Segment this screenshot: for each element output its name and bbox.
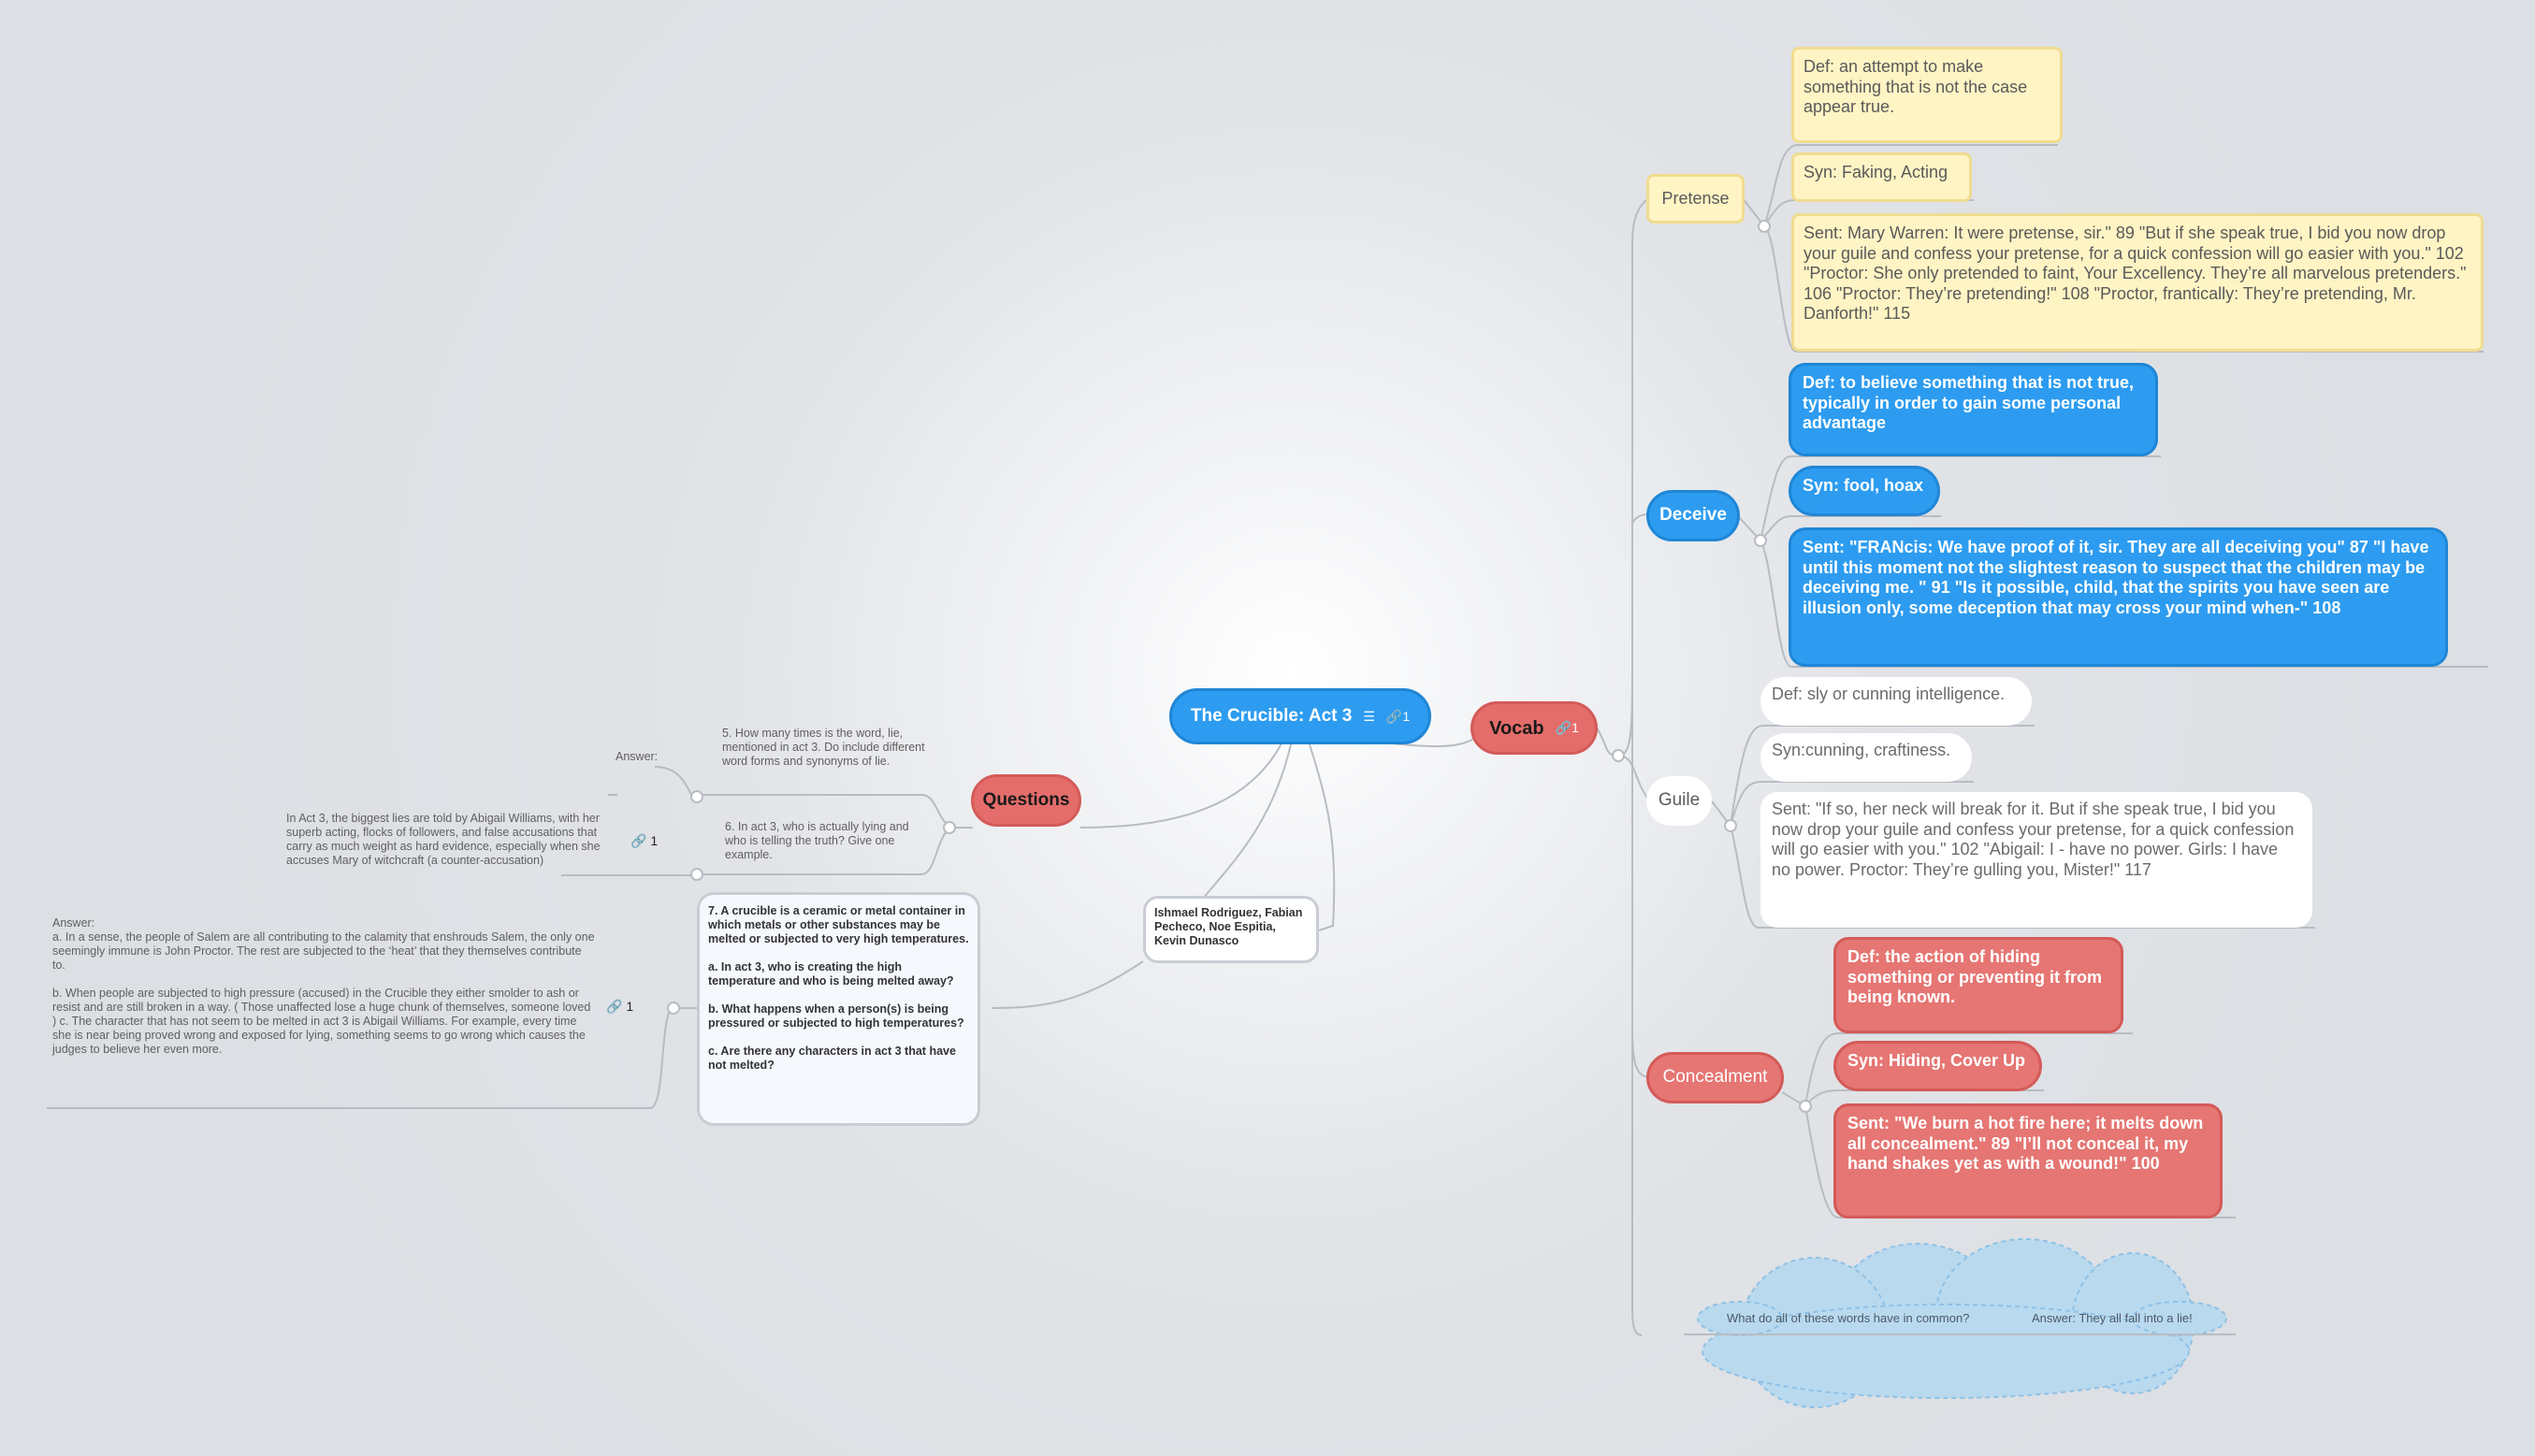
note-icon[interactable]: ☰	[1363, 708, 1375, 724]
pretense-definition[interactable]: Def: an attempt to make something that i…	[1791, 47, 2063, 143]
guile-sentences[interactable]: Sent: "If so, her neck will break for it…	[1760, 792, 2312, 928]
pretense-topic[interactable]: Pretense	[1646, 174, 1745, 223]
link-icon[interactable]: 🔗1	[1555, 720, 1579, 736]
link-icon[interactable]: 🔗 1	[630, 833, 659, 848]
concealment-definition[interactable]: Def: the action of hiding something or p…	[1833, 937, 2123, 1033]
questions-label: Questions	[982, 789, 1070, 810]
concealment-sentences[interactable]: Sent: "We burn a hot fire here; it melts…	[1833, 1103, 2223, 1218]
link-icon[interactable]: 🔗1	[1385, 708, 1411, 724]
question-5[interactable]: 5. How many times is the word, lie, ment…	[722, 727, 925, 768]
question-6[interactable]: 6. In act 3, who is actually lying and w…	[725, 820, 909, 861]
deceive-definition[interactable]: Def: to believe something that is not tr…	[1789, 363, 2158, 456]
link-icon[interactable]: 🔗 1	[606, 999, 634, 1014]
cloud-answer: Answer: They all fall into a lie!	[2032, 1311, 2193, 1325]
deceive-sentences[interactable]: Sent: "FRANcis: We have proof of it, sir…	[1789, 527, 2448, 667]
concealment-synonyms[interactable]: Syn: Hiding, Cover Up	[1833, 1041, 2042, 1091]
summary-cloud	[1684, 1238, 2236, 1408]
authors-box[interactable]: Ishmael Rodriguez, Fabian Pecheco, Noe E…	[1143, 896, 1319, 963]
guile-definition[interactable]: Def: sly or cunning intelligence.	[1760, 677, 2032, 726]
central-topic[interactable]: The Crucible: Act 3 ☰ 🔗1	[1169, 688, 1431, 744]
deceive-topic[interactable]: Deceive	[1646, 490, 1740, 541]
question-6-answer[interactable]: In Act 3, the biggest lies are told by A…	[286, 812, 601, 867]
vocab-topic[interactable]: Vocab 🔗1	[1470, 701, 1598, 755]
cloud-question: What do all of these words have in commo…	[1727, 1311, 1970, 1325]
question-7[interactable]: 7. A crucible is a ceramic or metal cont…	[697, 892, 980, 1126]
questions-topic[interactable]: Questions	[971, 774, 1081, 827]
deceive-synonyms[interactable]: Syn: fool, hoax	[1789, 466, 1940, 516]
question-5-answer-label[interactable]: Answer:	[616, 750, 659, 763]
pretense-synonyms[interactable]: Syn: Faking, Acting	[1791, 152, 1972, 202]
concealment-topic[interactable]: Concealment	[1646, 1052, 1784, 1103]
guile-topic[interactable]: Guile	[1646, 776, 1712, 826]
vocab-label: Vocab	[1489, 717, 1544, 739]
pretense-sentences[interactable]: Sent: Mary Warren: It were pretense, sir…	[1791, 213, 2484, 352]
guile-synonyms[interactable]: Syn:cunning, craftiness.	[1760, 733, 1972, 782]
central-title: The Crucible: Act 3	[1190, 705, 1353, 726]
question-7-answer[interactable]: Answer: a. In a sense, the people of Sal…	[52, 916, 595, 1056]
